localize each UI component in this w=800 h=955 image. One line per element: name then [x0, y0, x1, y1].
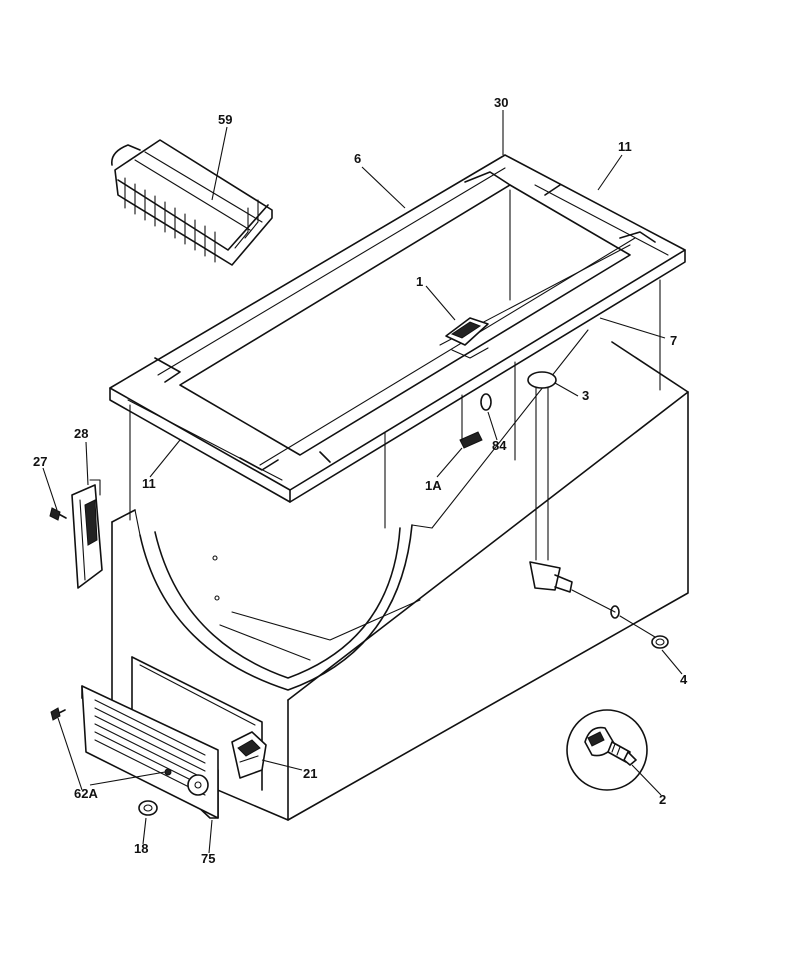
grille-panel [50, 685, 219, 819]
label-59: 59 [218, 112, 232, 127]
label-84: 84 [492, 438, 507, 453]
label-75: 75 [201, 851, 215, 866]
small-parts [459, 393, 492, 449]
drain-assembly [527, 371, 669, 649]
hinge-assembly [49, 479, 103, 589]
label-27: 27 [33, 454, 47, 469]
grommet [138, 800, 158, 816]
label-18: 18 [134, 841, 148, 856]
label-2: 2 [659, 792, 666, 807]
label-21: 21 [303, 766, 317, 781]
label-3: 3 [582, 388, 589, 403]
label-28: 28 [74, 426, 88, 441]
label-11-top: 11 [618, 139, 632, 154]
breaker-strip-frame [109, 154, 686, 503]
label-4: 4 [680, 672, 688, 687]
label-62a: 62A [74, 786, 98, 801]
label-7: 7 [670, 333, 677, 348]
label-6: 6 [354, 151, 361, 166]
leader-lines [42, 110, 683, 854]
drain-fitting-detail [566, 709, 648, 791]
callout-labels: 59 30 6 11 1 7 3 28 27 11 84 1A 4 21 62A… [33, 95, 688, 866]
label-1: 1 [416, 274, 423, 289]
lid-latch [445, 317, 489, 359]
label-1a: 1A [425, 478, 442, 493]
label-30: 30 [494, 95, 508, 110]
control-switch [231, 731, 267, 779]
label-11-left: 11 [142, 476, 156, 491]
wire-basket [111, 139, 273, 266]
